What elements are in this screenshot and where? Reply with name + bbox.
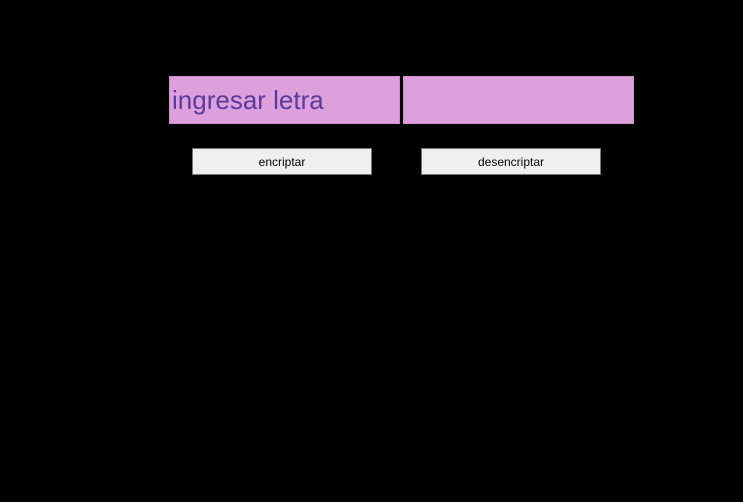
letter-input-field[interactable] [169,76,400,124]
result-output-field[interactable] [403,76,634,124]
decrypt-button[interactable]: desencriptar [421,148,601,175]
encrypt-button[interactable]: encriptar [192,148,372,175]
